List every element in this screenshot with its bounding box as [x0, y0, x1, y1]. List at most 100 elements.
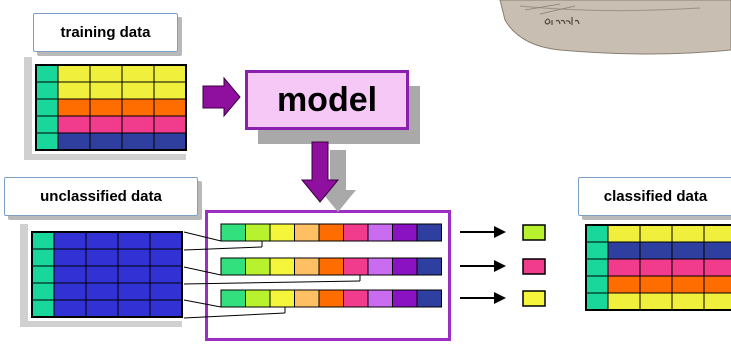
classified-table-cell: [703, 275, 731, 294]
feature-cell: [269, 257, 295, 276]
unclassified-table-cell: [149, 265, 183, 284]
unclassified-table-shadow: [20, 224, 28, 327]
classified-table-cell: [671, 224, 705, 243]
unclassified-table-cell: [85, 299, 119, 318]
training-table-cell: [57, 81, 91, 100]
feature-cell: [318, 223, 344, 242]
unclassified-table-border: [31, 231, 183, 318]
training-table-cell: [89, 132, 123, 151]
feature-cell: [220, 223, 246, 242]
feature-cell: [294, 257, 320, 276]
training-table-cell: [153, 98, 187, 117]
training-table-row-key: [35, 132, 59, 151]
training-table-cell: [121, 115, 155, 134]
arrow-to-model: [202, 76, 241, 118]
signature: [544, 17, 580, 25]
connector-line: [183, 231, 222, 242]
classified-table-cell: [671, 275, 705, 294]
classified-table-row-key: [585, 292, 609, 311]
training-table-border: [35, 64, 187, 151]
classified-table-cell: [703, 258, 731, 277]
training-table-cell: [121, 64, 155, 83]
unclassified-table-cell: [117, 282, 151, 301]
training-table-cell: [89, 98, 123, 117]
training-table-cell: [153, 115, 187, 134]
feature-cell: [245, 289, 271, 308]
classified-table-cell: [671, 292, 705, 311]
feature-cell: [245, 257, 271, 276]
training-table-row-key: [35, 115, 59, 134]
feature-cell: [416, 257, 442, 276]
unclassified-table-cell: [149, 299, 183, 318]
unclassified-table-row-key: [31, 248, 55, 267]
classified-data-label: classified data: [578, 177, 731, 216]
unclassified-table-cell: [117, 248, 151, 267]
training-data-label: training data: [33, 13, 178, 52]
feature-cell: [416, 289, 442, 308]
feature-cell: [416, 223, 442, 242]
feature-cell: [294, 223, 320, 242]
training-table-row-key: [35, 81, 59, 100]
training-table-cell: [121, 81, 155, 100]
unclassified-table-cell: [149, 282, 183, 301]
feature-cell: [220, 289, 246, 308]
unclassified-table-cell: [117, 265, 151, 284]
classified-table-cell: [639, 224, 673, 243]
feature-cell: [367, 257, 393, 276]
feature-cell: [392, 257, 418, 276]
unclassified-table-cell: [53, 299, 87, 318]
training-table-cell: [121, 132, 155, 151]
feature-cell: [220, 257, 246, 276]
feature-cell: [269, 289, 295, 308]
output-arrow-head: [494, 292, 506, 304]
classified-table-cell: [639, 275, 673, 294]
unclassified-table-cell: [53, 248, 87, 267]
feature-cell: [367, 289, 393, 308]
training-table-cell: [57, 115, 91, 134]
unclassified-table-cell: [117, 231, 151, 250]
feature-cell: [392, 223, 418, 242]
feature-cell: [294, 289, 320, 308]
classified-table-cell: [639, 241, 673, 260]
unclassified-table-cell: [53, 231, 87, 250]
training-table-cell: [153, 64, 187, 83]
classified-table-cell: [607, 292, 641, 311]
feature-cell: [343, 257, 369, 276]
unclassified-table-cell: [117, 299, 151, 318]
classified-table-cell: [703, 292, 731, 311]
feature-cell: [318, 257, 344, 276]
unclassified-table-cell: [85, 282, 119, 301]
training-table-shadow-bottom: [24, 154, 186, 160]
feature-cell: [318, 289, 344, 308]
unclassified-table-cell: [85, 248, 119, 267]
classified-table-cell: [607, 241, 641, 260]
training-table-cell: [57, 98, 91, 117]
unclassified-table-cell: [149, 248, 183, 267]
training-table-row-key: [35, 64, 59, 83]
arrow-down-shadow: [320, 150, 356, 212]
classified-table-cell: [703, 224, 731, 243]
classified-table-cell: [607, 224, 641, 243]
training-table-row-key: [35, 98, 59, 117]
feature-cell: [269, 223, 295, 242]
unclassified-table-cell: [85, 231, 119, 250]
connector-line: [183, 312, 286, 319]
connector-line: [183, 266, 222, 276]
unclassified-table-shadow-bottom: [20, 321, 182, 327]
output-arrow-head: [494, 260, 506, 272]
classified-table-border: [585, 224, 731, 311]
training-table-cell: [121, 98, 155, 117]
classified-table-row-key: [585, 224, 609, 243]
classified-table-row-key: [585, 258, 609, 277]
connector-line: [183, 299, 222, 308]
connector-line: [183, 280, 361, 285]
classified-table-row-key: [585, 275, 609, 294]
classification-frame: [205, 210, 451, 341]
unclassified-table-row-key: [31, 231, 55, 250]
output-class: [522, 258, 546, 275]
connector-line: [183, 246, 263, 251]
training-table-cell: [153, 81, 187, 100]
unclassified-table-cell: [149, 231, 183, 250]
